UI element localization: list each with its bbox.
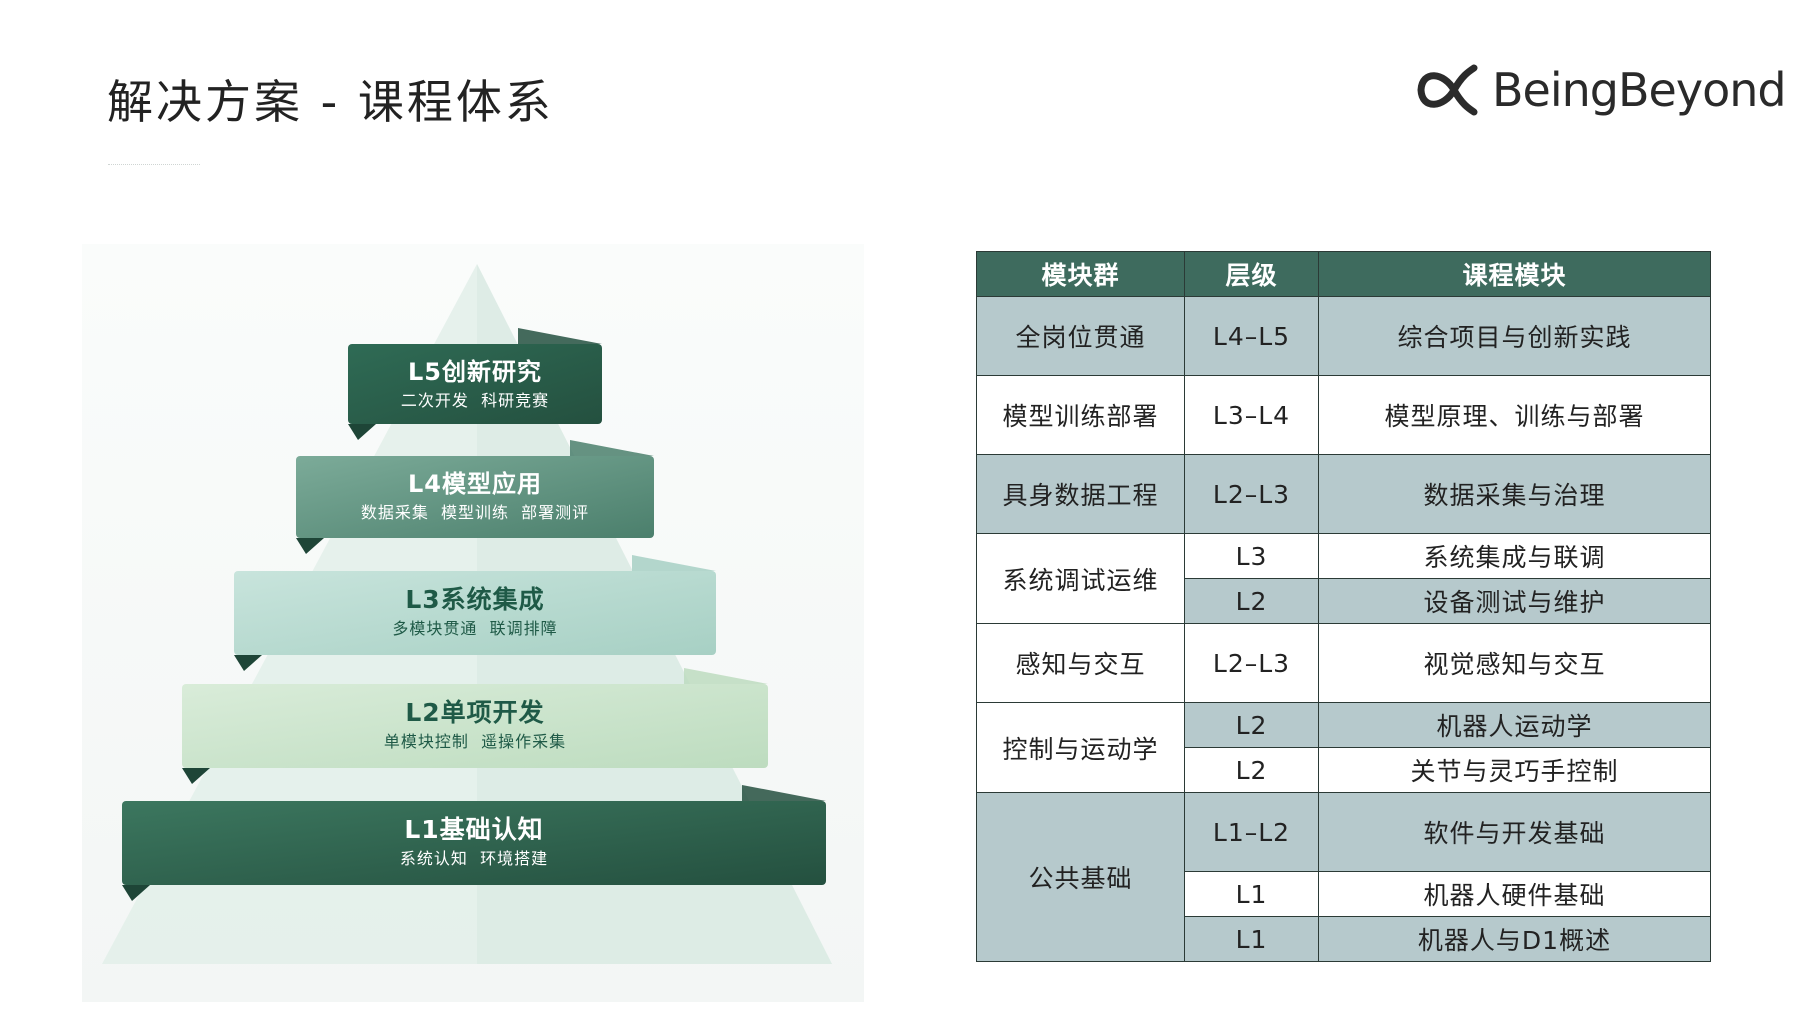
pyramid-level-subtitle: 单模块控制 遥操作采集 bbox=[383, 732, 567, 751]
column-header-module-group: 模块群 bbox=[976, 251, 1185, 297]
pyramid-level-subtitle: 数据采集 模型训练 部署测评 bbox=[360, 503, 590, 522]
pyramid-band-label-l4: L4模型应用数据采集 模型训练 部署测评 bbox=[296, 468, 654, 526]
pyramid-band-l5 bbox=[348, 344, 602, 424]
module-group-cell: 模型训练部署 bbox=[976, 375, 1185, 455]
title-divider bbox=[108, 164, 200, 165]
level-cell: L3 bbox=[1184, 533, 1319, 579]
course-module-cell: 综合项目与创新实践 bbox=[1318, 296, 1711, 376]
band-fold-top-l2 bbox=[684, 668, 768, 684]
level-cell: L2 bbox=[1184, 578, 1319, 624]
level-cell: L2 bbox=[1184, 702, 1319, 748]
band-fold-bottom-l5 bbox=[348, 424, 376, 440]
band-fold-bottom-l4 bbox=[296, 538, 324, 554]
column-header-level: 层级 bbox=[1184, 251, 1319, 297]
module-group-cell: 控制与运动学 bbox=[976, 702, 1185, 793]
level-cell: L2–L3 bbox=[1184, 623, 1319, 703]
pyramid-band-label-l2: L2单项开发单模块控制 遥操作采集 bbox=[182, 696, 768, 755]
level-cell: L2–L3 bbox=[1184, 454, 1319, 534]
course-pyramid: L5创新研究二次开发 科研竞赛 L4模型应用数据采集 模型训练 部署测评 L3系统集… bbox=[82, 244, 864, 1002]
pyramid-band-label-l3: L3系统集成多模块贯通 联调排障 bbox=[234, 583, 716, 642]
level-cell: L1–L2 bbox=[1184, 792, 1319, 872]
level-cell: L4–L5 bbox=[1184, 296, 1319, 376]
column-header-course-module: 课程模块 bbox=[1318, 251, 1711, 297]
course-module-cell: 机器人硬件基础 bbox=[1318, 871, 1711, 917]
pyramid-band-l1 bbox=[122, 801, 826, 885]
course-module-cell: 关节与灵巧手控制 bbox=[1318, 747, 1711, 793]
band-fold-bottom-l2 bbox=[182, 768, 210, 784]
level-cell: L1 bbox=[1184, 871, 1319, 917]
pyramid-level-title: L5创新研究 bbox=[408, 358, 542, 386]
brand-name: BeingBeyond bbox=[1492, 63, 1787, 117]
band-fold-top-l4 bbox=[570, 440, 654, 456]
module-group-cell: 系统调试运维 bbox=[976, 533, 1185, 624]
page-title: 解决方案 - 课程体系 bbox=[107, 75, 554, 129]
pyramid-band-l4 bbox=[296, 456, 654, 538]
pyramid-level-title: L3系统集成 bbox=[405, 585, 545, 614]
level-cell: L3–L4 bbox=[1184, 375, 1319, 455]
band-fold-top-l5 bbox=[518, 328, 602, 344]
pyramid-level-title: L4模型应用 bbox=[408, 470, 542, 498]
course-module-cell: 模型原理、训练与部署 bbox=[1318, 375, 1711, 455]
pyramid-band-label-l1: L1基础认知系统认知 环境搭建 bbox=[122, 813, 826, 872]
module-group-cell: 全岗位贯通 bbox=[976, 296, 1185, 376]
module-group-cell: 公共基础 bbox=[976, 792, 1185, 962]
pyramid-level-subtitle: 多模块贯通 联调排障 bbox=[392, 619, 558, 638]
module-group-cell: 具身数据工程 bbox=[976, 454, 1185, 534]
level-cell: L2 bbox=[1184, 747, 1319, 793]
module-group-cell: 感知与交互 bbox=[976, 623, 1185, 703]
pyramid-band-label-l5: L5创新研究二次开发 科研竞赛 bbox=[348, 356, 602, 414]
course-module-cell: 系统集成与联调 bbox=[1318, 533, 1711, 579]
course-module-cell: 数据采集与治理 bbox=[1318, 454, 1711, 534]
course-module-cell: 设备测试与维护 bbox=[1318, 578, 1711, 624]
pyramid-level-subtitle: 二次开发 科研竞赛 bbox=[400, 391, 550, 410]
pyramid-band-l3 bbox=[234, 571, 716, 655]
pyramid-level-subtitle: 系统认知 环境搭建 bbox=[399, 849, 549, 868]
pyramid-graphic bbox=[102, 264, 832, 964]
band-fold-bottom-l3 bbox=[234, 655, 262, 671]
table-header-row: 模块群 层级 课程模块 bbox=[976, 251, 1711, 297]
brand-logo: BeingBeyond bbox=[1414, 60, 1787, 120]
pyramid-band-l2 bbox=[182, 684, 768, 768]
band-fold-top-l3 bbox=[632, 555, 716, 571]
course-module-cell: 机器人与D1概述 bbox=[1318, 916, 1711, 962]
course-module-cell: 视觉感知与交互 bbox=[1318, 623, 1711, 703]
pyramid-level-title: L2单项开发 bbox=[405, 698, 545, 727]
band-fold-top-l1 bbox=[742, 785, 826, 801]
pyramid-level-title: L1基础认知 bbox=[404, 815, 544, 844]
course-module-cell: 软件与开发基础 bbox=[1318, 792, 1711, 872]
course-module-cell: 机器人运动学 bbox=[1318, 702, 1711, 748]
level-cell: L1 bbox=[1184, 916, 1319, 962]
infinity-alpha-logo-icon bbox=[1417, 64, 1478, 116]
band-fold-bottom-l1 bbox=[122, 885, 150, 901]
